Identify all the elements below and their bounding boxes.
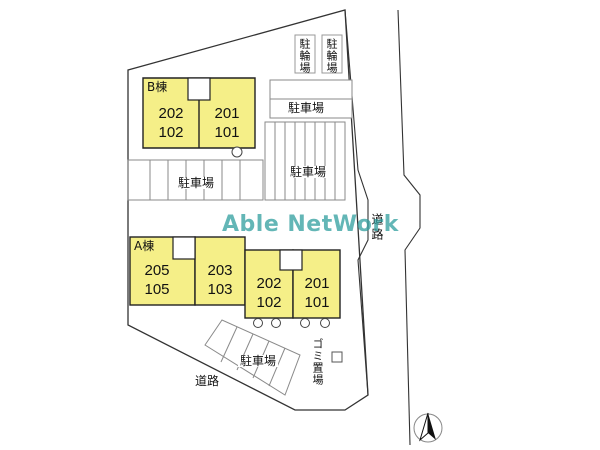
parking-bottom-label: 駐車場 (238, 354, 279, 368)
unit-lower: 105 (144, 281, 170, 298)
building-a-unit-2: 203 103 (197, 261, 243, 299)
unit-lower: 102 (158, 124, 184, 141)
unit-lower: 102 (256, 294, 282, 311)
building-b (142, 77, 256, 158)
building-b-unit-1: 202 102 (148, 104, 194, 142)
east-road-edge-left (344, 9, 369, 396)
parking-top-label: 駐車場 (288, 101, 325, 115)
unit-upper: 201 (304, 275, 330, 292)
building-a-unit-1: 205 105 (134, 261, 180, 299)
unit-upper: 205 (144, 262, 170, 279)
building-a-unit-4: 201 101 (294, 274, 340, 312)
unit-upper: 201 (214, 105, 240, 122)
garbage-box (331, 351, 343, 363)
parking-middle-label: 駐車場 (176, 176, 217, 190)
building-a-name: A棟 (134, 239, 155, 253)
parking-right-stalls (264, 121, 346, 201)
bicycle-parking-2-box (321, 34, 343, 74)
south-road-label: 道路 (195, 374, 220, 388)
building-a-unit-3: 202 102 (246, 274, 292, 312)
unit-lower: 101 (214, 124, 240, 141)
bicycle-parking-2-label: 駐輪場 (325, 38, 338, 74)
unit-lower: 101 (304, 294, 330, 311)
unit-upper: 202 (256, 275, 282, 292)
north-arrow-icon (413, 412, 443, 443)
unit-upper: 203 (207, 262, 233, 279)
east-road-label: 道路 (370, 213, 384, 243)
bicycle-parking-1-label: 駐輪場 (298, 38, 311, 74)
parking-right-label: 駐車場 (288, 165, 329, 179)
unit-lower: 103 (207, 281, 233, 298)
east-road-edge-right (397, 9, 421, 446)
garbage-label: ゴミ置場 (311, 338, 324, 386)
building-b-name: B棟 (147, 80, 168, 94)
building-a (129, 236, 341, 328)
watermark-text: Able NetWork (222, 212, 399, 237)
unit-upper: 202 (158, 105, 184, 122)
building-b-unit-2: 201 101 (204, 104, 250, 142)
bicycle-parking-1-box (294, 34, 316, 74)
